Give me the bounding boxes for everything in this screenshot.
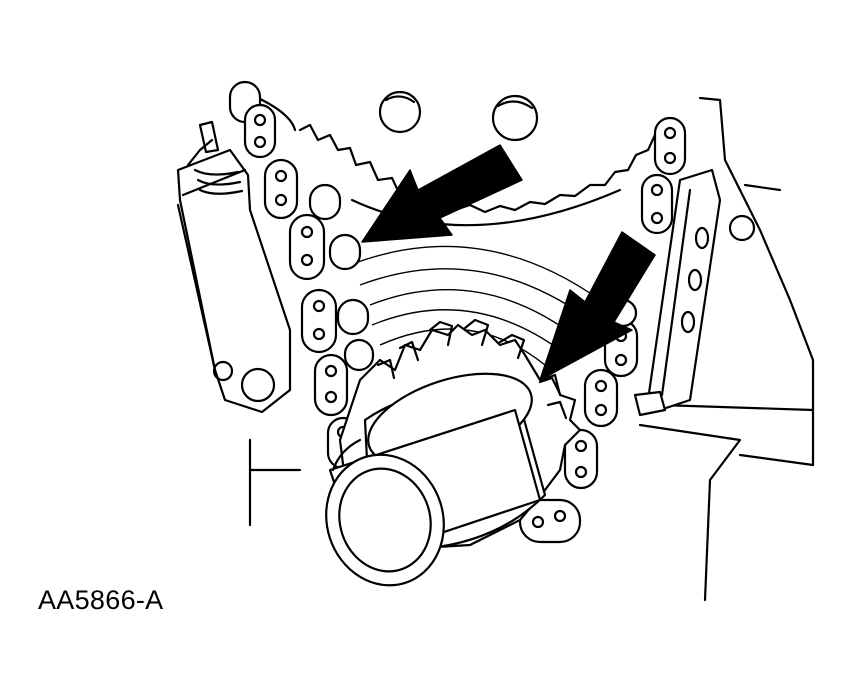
arrow-lower <box>539 231 656 381</box>
figure-label: AA5866-A <box>38 585 164 615</box>
timing-chain-right <box>518 116 687 544</box>
crankshaft-snout <box>325 372 547 587</box>
timing-chain-left <box>228 80 375 470</box>
chain-guide <box>633 168 722 417</box>
camshaft-sprocket <box>298 90 667 227</box>
arrow-upper <box>361 144 523 243</box>
chain-tensioner <box>176 88 297 414</box>
engine-block-outline <box>248 96 815 602</box>
